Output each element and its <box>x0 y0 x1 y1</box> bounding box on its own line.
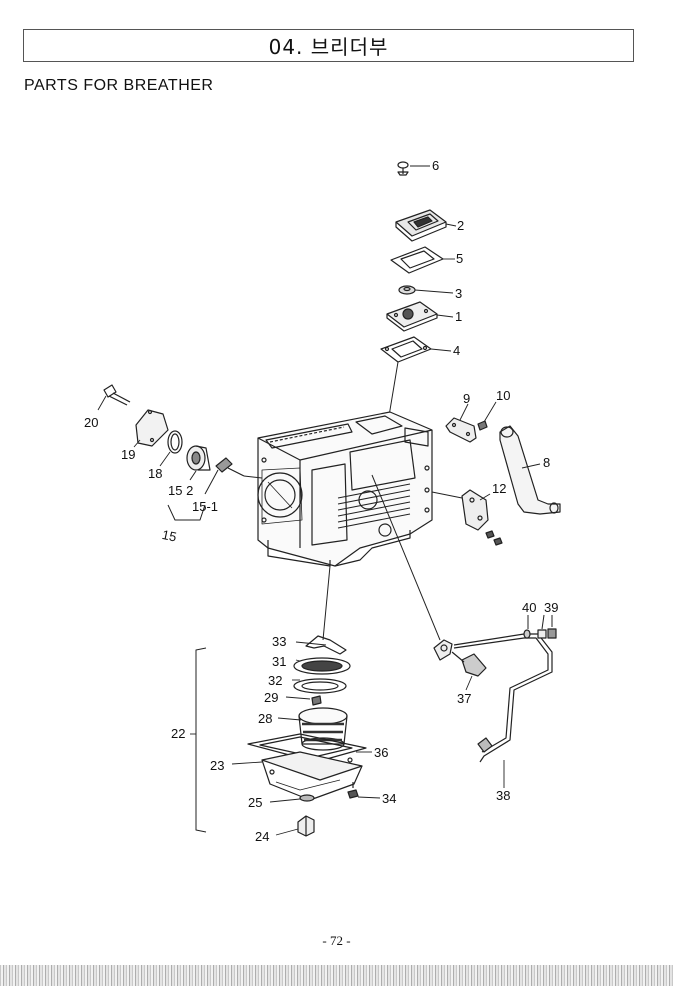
part-31-screen <box>293 657 351 675</box>
callout-8: 8 <box>543 455 550 470</box>
callout-33: 33 <box>272 634 286 649</box>
callout-34: 34 <box>382 791 396 806</box>
callout-15-2: 15 2 <box>168 483 193 498</box>
callout-36: 36 <box>374 745 388 760</box>
callout-1: 1 <box>455 309 462 324</box>
callout-24: 24 <box>255 829 269 844</box>
part-3-washer <box>398 285 416 295</box>
callout-40: 40 <box>522 600 536 615</box>
part-10-bolt <box>477 420 488 431</box>
page-number: - 72 - <box>322 933 351 948</box>
callout-12: 12 <box>492 481 506 496</box>
callout-32: 32 <box>268 673 282 688</box>
part-1-breather-plate <box>386 301 438 332</box>
callout-6: 6 <box>432 158 439 173</box>
part-9-bracket <box>445 417 477 443</box>
part-19-cover <box>135 409 169 447</box>
callout-31: 31 <box>272 654 286 669</box>
part-40-washer <box>523 629 531 639</box>
callout-20: 20 <box>84 415 98 430</box>
callout-5: 5 <box>456 251 463 266</box>
callout-3: 3 <box>455 286 462 301</box>
callout-29: 29 <box>264 690 278 705</box>
part-24-drain-plug <box>297 815 315 837</box>
callout-18: 18 <box>148 466 162 481</box>
part-33-clip <box>305 635 347 655</box>
part-28-oil-strainer <box>298 707 348 751</box>
callout-2: 2 <box>457 218 464 233</box>
part-8-crank-handle <box>499 425 561 515</box>
part-4-gasket <box>380 336 432 363</box>
part-37-sensor <box>433 639 487 677</box>
title-box: 04. 브리더부 <box>23 29 634 62</box>
callout-9: 9 <box>463 391 470 406</box>
callout-23: 23 <box>210 758 224 773</box>
part-15-breather-assy <box>186 445 211 471</box>
callout-19: 19 <box>121 447 135 462</box>
callout-39: 39 <box>544 600 558 615</box>
page-subtitle: PARTS FOR BREATHER <box>24 77 214 94</box>
callout-37: 37 <box>457 691 471 706</box>
part-32-gasket <box>293 678 347 694</box>
part-34-bolt <box>347 782 359 799</box>
part-5-gasket <box>390 246 444 274</box>
part-2-breather-cover <box>395 209 447 242</box>
cylinder-block <box>257 411 433 567</box>
part-12-bracket <box>461 489 503 546</box>
scan-edge-artifact <box>0 965 673 986</box>
callout-4: 4 <box>453 343 460 358</box>
callout-10: 10 <box>496 388 510 403</box>
callout-15: 15 <box>161 527 178 545</box>
callout-25: 25 <box>248 795 262 810</box>
group-22-bracket <box>195 647 207 833</box>
part-18-o-ring <box>167 430 183 454</box>
part-39-bolt <box>537 628 557 639</box>
callout-22: 22 <box>171 726 185 741</box>
part-15-1-fitting <box>215 457 245 477</box>
callout-15-1: 15-1 <box>192 499 218 514</box>
page-title: 04. 브리더부 <box>268 35 389 59</box>
part-20-bolt <box>103 384 131 406</box>
callout-38: 38 <box>496 788 510 803</box>
part-23-oil-pan <box>261 751 363 801</box>
callout-28: 28 <box>258 711 272 726</box>
part-25-washer <box>299 794 315 802</box>
part-6-screw <box>397 161 409 176</box>
part-29-bolt <box>311 695 322 706</box>
